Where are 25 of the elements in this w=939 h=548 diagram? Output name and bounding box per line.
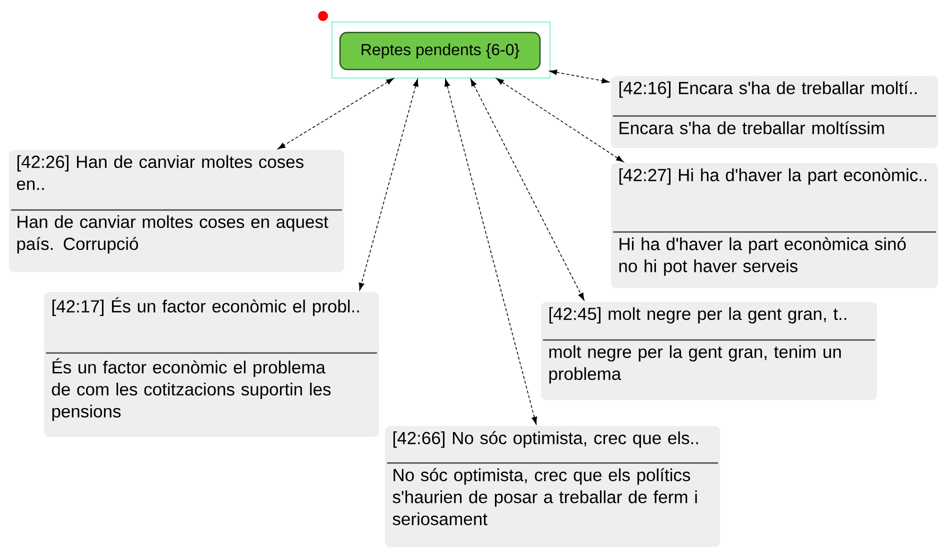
arrow: [278, 78, 394, 150]
card-text: És un factor econòmic el problema de com les cotitzacions suportin les pensions: [52, 358, 331, 421]
card-text: molt negre per la gent gran, tenim un problema: [549, 345, 841, 384]
note-card: [611, 163, 938, 288]
arrow: [470, 78, 584, 301]
card-heading: [42:16] Encara s'ha de treballar moltí..: [619, 81, 917, 98]
note-card: [9, 150, 344, 272]
card-heading: [42:45] molt negre per la gent gran, t..: [549, 307, 846, 324]
arrow: [496, 78, 624, 162]
card-text: No sóc optimista, crec que els polítics s'haurien de posar a treballar de ferm i seriosament: [392, 468, 697, 526]
topic-box: Reptes pendents {6-0}: [339, 32, 541, 70]
note-card: [44, 292, 379, 437]
card-heading: [42:17] És un factor econòmic el probl..: [52, 297, 359, 316]
card-heading: [42:27] Hi ha d'haver la part econòmic..: [619, 168, 926, 185]
card-text: Encara s'ha de treballar moltíssim: [620, 121, 884, 134]
note-card: [385, 426, 720, 547]
note-card: [541, 302, 877, 400]
card-text: Hi ha d'haver la part econòmica sinó no hi pot haver serveis: [619, 237, 906, 276]
note-card: [611, 76, 938, 148]
arrow: [444, 78, 538, 424]
card-heading: [42:66] No sóc optimista, crec que els..: [393, 431, 698, 448]
arrow: [549, 70, 610, 84]
card-heading: [42:26] Han de canviar moltes coses en..: [16, 155, 304, 190]
card-text: Han de canviar moltes coses en aquest país. Corrupció: [17, 215, 328, 254]
arrow: [358, 78, 418, 290]
